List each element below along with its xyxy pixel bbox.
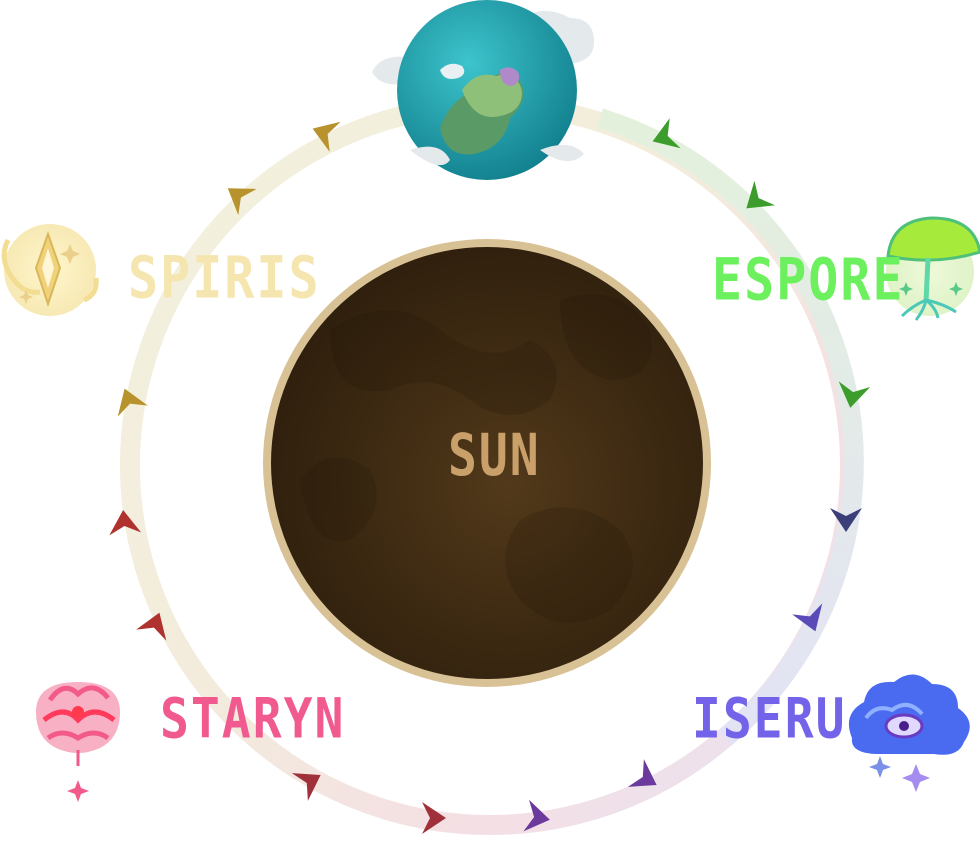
sun-label: SUN (448, 422, 541, 490)
cycle-arrow-icon (523, 799, 550, 832)
espore-mushroom-icon (886, 216, 980, 321)
earth-globe-icon (372, 0, 594, 180)
spiris-sparkle-orb-icon (1, 224, 99, 316)
world-label-staryn: STARYN (160, 686, 346, 752)
iseru-eye-cloud-icon (848, 674, 970, 792)
world-label-espore: ESPORE (712, 246, 905, 314)
cycle-arrows (109, 118, 871, 834)
world-label-iseru: ISERU (692, 686, 847, 752)
cycle-arrow-icon (291, 773, 321, 801)
cycle-arrow-icon (838, 381, 871, 408)
cycle-arrow-icon (792, 603, 823, 632)
cycle-arrow-icon (627, 759, 657, 787)
cycle-arrow-icon (136, 612, 167, 641)
cycle-arrow-icon (830, 508, 862, 532)
world-label-spiris: SPIRIS (128, 244, 321, 312)
cycle-arrow-icon (746, 180, 776, 209)
sun-disc (263, 239, 711, 687)
cycle-arrow-icon (422, 802, 446, 834)
staryn-ribbon-flower-icon (36, 682, 120, 802)
cycle-arrow-icon (652, 118, 681, 149)
cycle-arrow-icon (312, 121, 341, 152)
cycle-arrow-icon (227, 188, 257, 216)
cycle-arrow-icon (109, 510, 142, 536)
cycle-arrow-icon (117, 388, 148, 417)
